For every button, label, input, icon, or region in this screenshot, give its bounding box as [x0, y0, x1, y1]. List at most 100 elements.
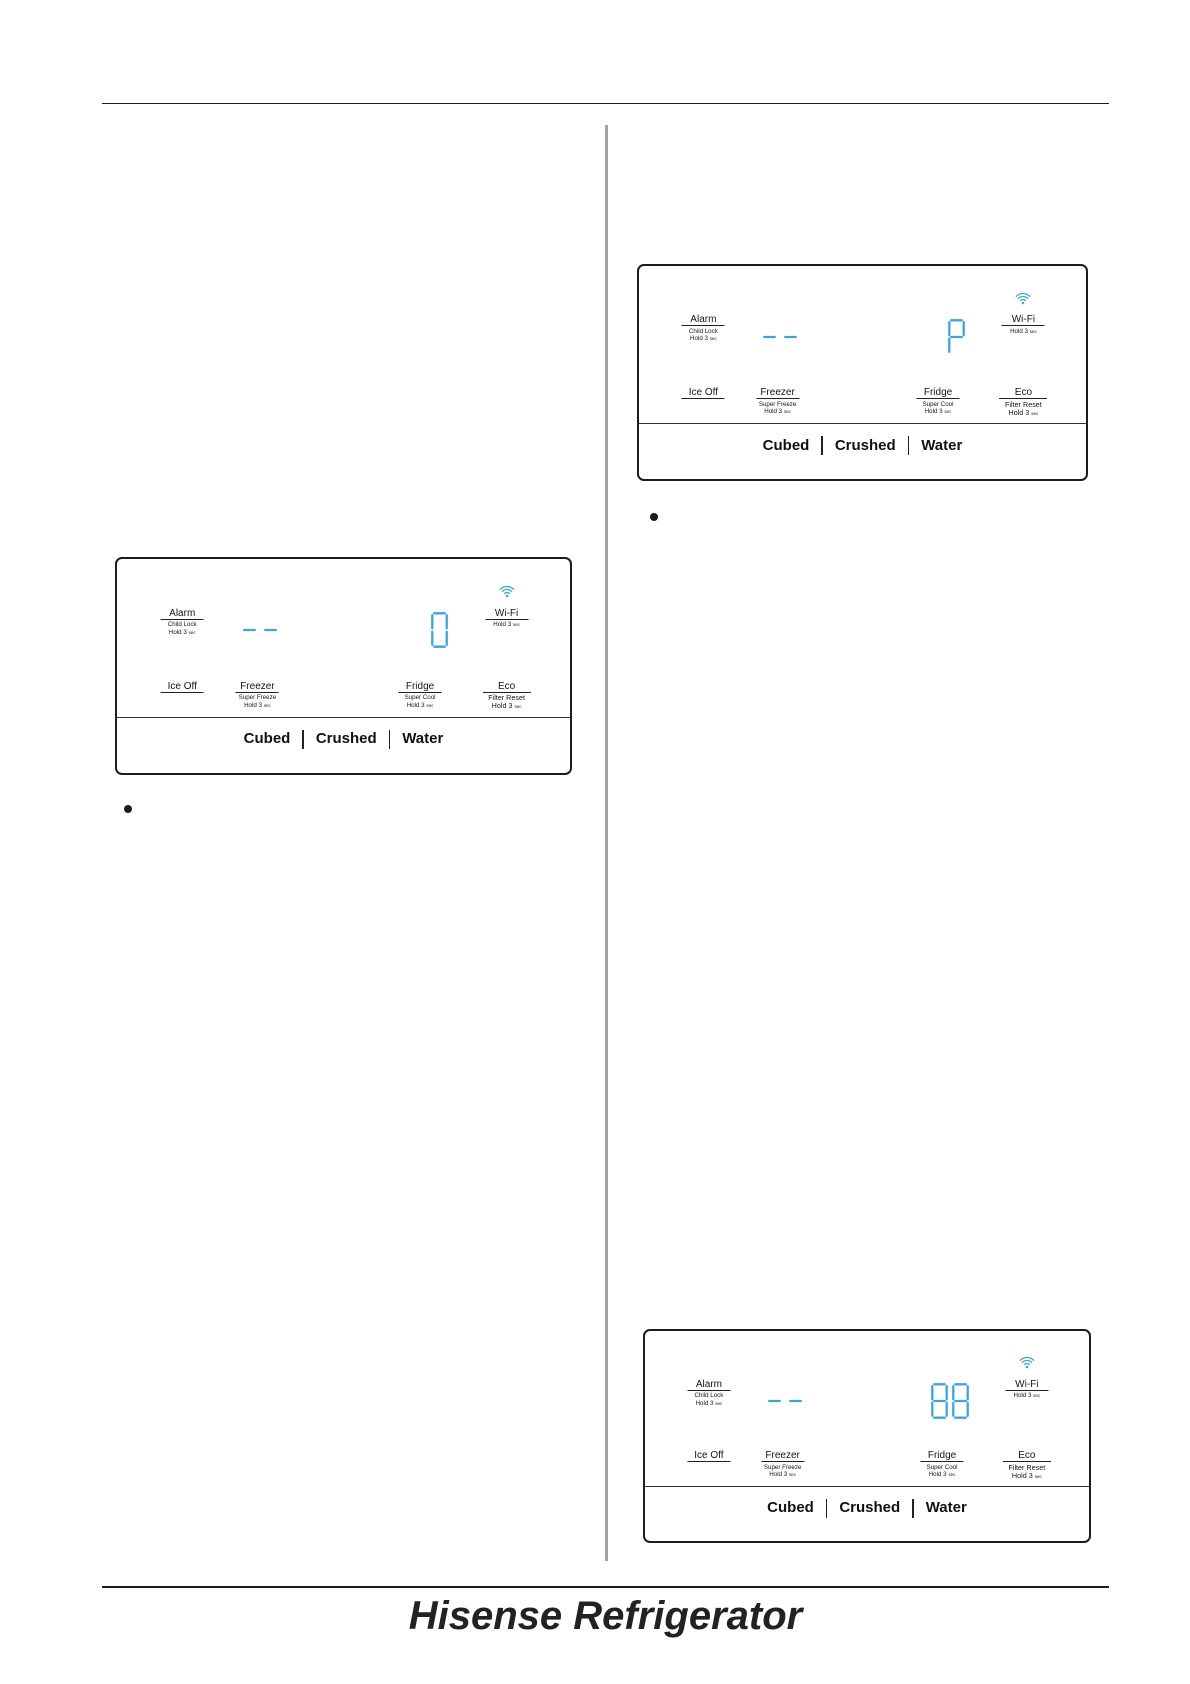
crushed-button: Crushed — [315, 730, 377, 748]
hold-text: Hold 3 — [1008, 407, 1030, 417]
filter-reset-label: Filter Reset — [488, 693, 525, 703]
fridge-button: Fridge Super Cool Hold 3 sec — [916, 387, 960, 416]
fridge-label: Fridge — [398, 681, 442, 693]
footer-rule — [102, 1586, 1109, 1588]
display-digit — [948, 318, 966, 353]
seven-segment-readout: -- — [767, 1399, 802, 1403]
hold-unit: sec — [514, 704, 522, 710]
hold-unit: sec — [426, 702, 434, 708]
cubed-button: Cubed — [243, 730, 291, 748]
ice-off-button: Ice Off — [160, 681, 204, 693]
freezer-label: Freezer — [756, 387, 800, 400]
panel-divider — [645, 1485, 1089, 1487]
eco-label: Eco — [482, 681, 531, 693]
hold-note: Hold 3 sec — [169, 629, 196, 637]
eco-label: Eco — [999, 387, 1048, 400]
separator — [825, 1498, 828, 1518]
bullet-icon — [124, 805, 132, 813]
display-digit — [931, 1383, 948, 1419]
hold-text: Hold 3 — [928, 1471, 947, 1479]
hold-text: Hold 3 — [695, 1399, 714, 1407]
alarm-label: Alarm — [681, 314, 725, 327]
alarm-button: Alarm Child Lock Hold 3 sec — [160, 608, 204, 637]
alarm-button: Alarm Child Lock Hold 3 sec — [687, 1379, 731, 1408]
freezer-temp-display: -- — [761, 319, 799, 355]
hold-text: Hold 3 — [690, 335, 708, 343]
hold-unit: sec — [1031, 410, 1039, 416]
water-button: Water — [925, 1499, 967, 1517]
freezer-label: Freezer — [761, 1450, 805, 1463]
crushed-button: Crushed — [834, 436, 896, 454]
alarm-label: Alarm — [160, 608, 204, 620]
hold-unit: sec — [188, 629, 196, 635]
eco-button: Eco Filter Reset Hold 3 sec — [1002, 1450, 1051, 1481]
hold-text: Hold 3 — [168, 628, 187, 636]
wifi-label: Wi-Fi — [1001, 314, 1045, 327]
super-freeze-label: Super Freeze — [758, 400, 797, 408]
bullet-icon — [650, 513, 658, 521]
wifi-button: Wi-Fi Hold 3 sec — [1001, 314, 1045, 335]
hold-unit: sec — [263, 702, 271, 708]
seven-segment-readout: 0 — [430, 612, 448, 648]
control-panel-display-0: -- 0 Alarm Child Lock Hold 3 sec Wi-Fi H… — [115, 557, 572, 775]
hold-text: Hold 3 — [1010, 327, 1028, 335]
separator — [821, 436, 823, 456]
crushed-button: Crushed — [839, 1499, 901, 1517]
ice-off-label: Ice Off — [160, 681, 204, 693]
alarm-button: Alarm Child Lock Hold 3 sec — [681, 314, 725, 343]
wifi-icon — [499, 585, 515, 598]
filter-reset-label: Filter Reset — [1005, 399, 1042, 409]
hold-unit: sec — [1029, 328, 1037, 334]
water-button: Water — [921, 436, 963, 454]
super-freeze-label: Super Freeze — [763, 1463, 802, 1471]
hold-text: Hold 3 — [493, 621, 512, 629]
seven-segment-readout: -- — [762, 335, 797, 338]
freezer-temp-display: -- — [241, 612, 279, 648]
ice-off-button: Ice Off — [681, 387, 725, 400]
wifi-label: Wi-Fi — [1005, 1379, 1049, 1391]
seven-segment-readout: P — [948, 318, 966, 353]
wifi-icon — [1019, 1356, 1035, 1369]
eco-button: Eco Filter Reset Hold 3 sec — [482, 681, 531, 712]
hold-unit: sec — [512, 622, 520, 628]
hold-unit: sec — [783, 409, 791, 415]
hold-note: Hold 3 sec — [493, 621, 520, 629]
alarm-label: Alarm — [687, 1379, 731, 1391]
display-digit — [952, 1383, 969, 1419]
filter-reset-label: Filter Reset — [1008, 1462, 1046, 1472]
hold-note: Hold 3 sec — [690, 335, 717, 343]
hold-unit: sec — [709, 336, 717, 342]
child-lock-label: Child Lock — [167, 621, 197, 629]
hold-unit: sec — [1034, 1473, 1042, 1479]
freezer-button: Freezer Super Freeze Hold 3 sec — [756, 387, 800, 416]
child-lock-label: Child Lock — [694, 1392, 724, 1400]
wifi-icon — [1015, 292, 1031, 305]
cubed-button: Cubed — [762, 436, 810, 454]
hold-note: Hold 3 sec — [764, 408, 791, 416]
hold-note: Hold 3 sec — [1008, 407, 1039, 418]
seven-segment-readout: -- — [242, 628, 277, 632]
hold-note: Hold 3 sec — [925, 408, 952, 416]
eco-label: Eco — [1002, 1450, 1051, 1463]
seven-segment-readout: 88 — [931, 1383, 969, 1419]
column-divider — [605, 125, 608, 1561]
hold-note: Hold 3 sec — [696, 1400, 723, 1408]
separator — [912, 1498, 914, 1518]
panel-divider — [117, 716, 570, 718]
fridge-temp-display: P — [948, 318, 966, 355]
ice-off-button: Ice Off — [687, 1450, 731, 1463]
eco-button: Eco Filter Reset Hold 3 sec — [999, 387, 1048, 418]
fridge-label: Fridge — [916, 387, 960, 400]
fridge-button: Fridge Super Cool Hold 3 sec — [398, 681, 442, 710]
separator — [302, 729, 304, 749]
control-panel-display-2: -- 88 Alarm Child Lock Hold 3 sec Wi-Fi … — [643, 1329, 1091, 1543]
dispenser-selector: Cubed Crushed Water — [645, 1486, 1089, 1530]
cubed-button: Cubed — [767, 1499, 814, 1517]
separator — [388, 729, 391, 749]
water-button: Water — [402, 730, 444, 748]
freezer-button: Freezer Super Freeze Hold 3 sec — [235, 681, 279, 710]
hold-note: Hold 3 sec — [929, 1471, 956, 1479]
hold-note: Hold 3 sec — [244, 702, 271, 710]
fridge-button: Fridge Super Cool Hold 3 sec — [920, 1450, 964, 1479]
freezer-button: Freezer Super Freeze Hold 3 sec — [761, 1450, 805, 1479]
